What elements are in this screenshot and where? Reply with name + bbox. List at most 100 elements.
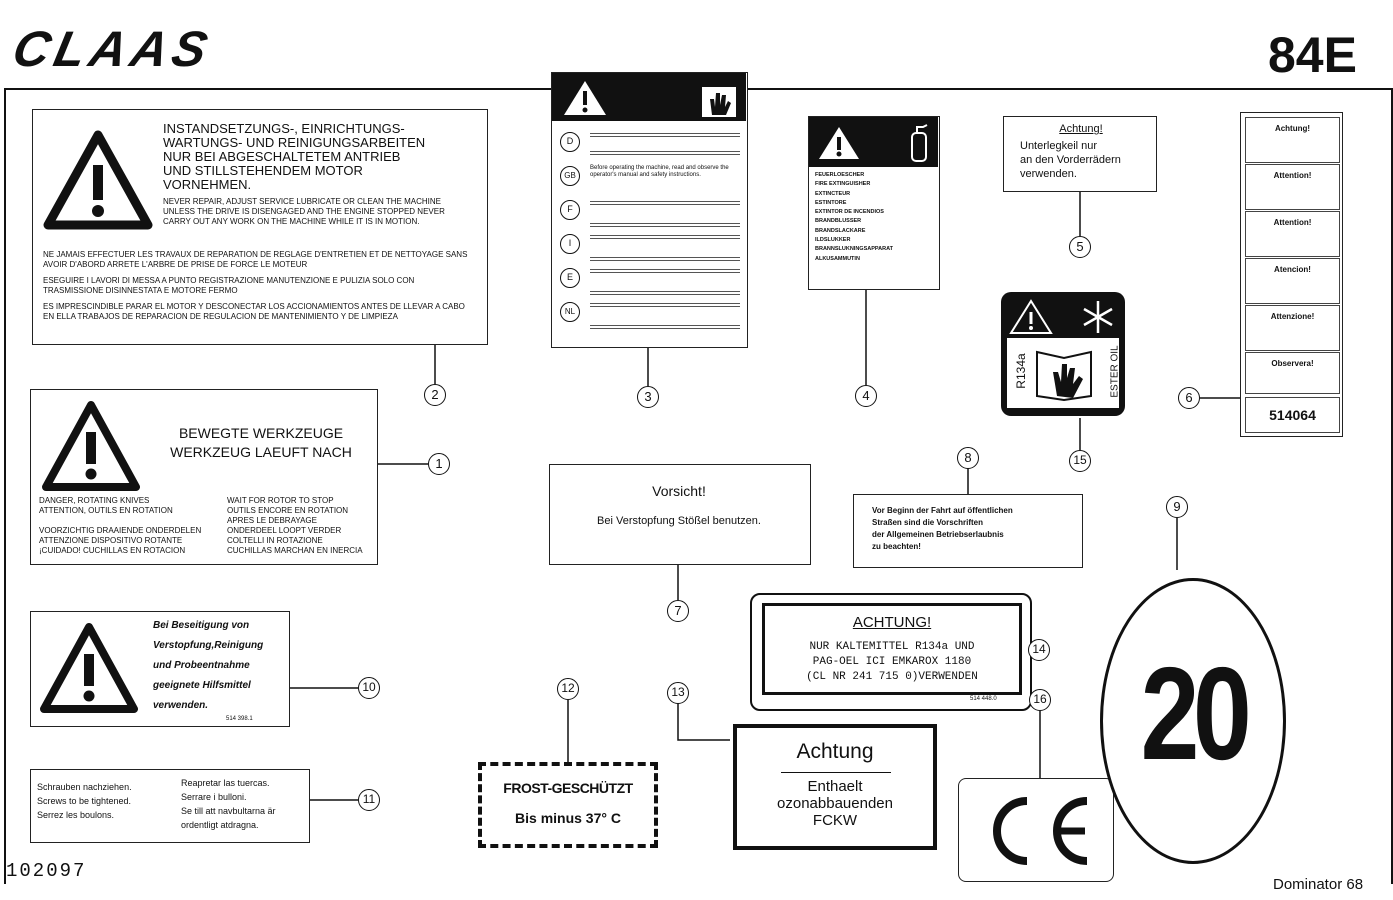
list-item: ESTINTORE bbox=[815, 199, 847, 206]
label-3-lang-list: D GB Before operating the machine, read a… bbox=[560, 131, 740, 335]
label-13-text: Enthaelt ozonabbauenden FCKW bbox=[777, 778, 893, 829]
label-ce-mark bbox=[958, 778, 1114, 882]
label-15-panel: R134a ESTER OIL bbox=[1007, 338, 1121, 408]
label-frost-protected: FROST-GESCHÜTZT Bis minus 37° C bbox=[478, 762, 658, 848]
callout-16: 16 bbox=[1029, 689, 1051, 711]
label-speed-limit: 20 bbox=[1100, 578, 1286, 864]
label-multilang-strip: Achtung! Attention! Attention! Atencion!… bbox=[1240, 112, 1343, 437]
label-6-heading: Attention! bbox=[1273, 218, 1312, 227]
list-item: BRANDBLUSSER bbox=[815, 218, 862, 225]
label-6-heading: Achtung! bbox=[1274, 124, 1311, 133]
callout-1: 1 bbox=[428, 453, 450, 475]
label-9-speed: 20 bbox=[1140, 640, 1252, 787]
callout-2: 2 bbox=[424, 384, 446, 406]
list-item: BRANNSLUKNINGSAPPARAT bbox=[815, 246, 894, 253]
label-6-heading: Atencion! bbox=[1274, 265, 1311, 274]
lang-code-d: D bbox=[560, 132, 580, 152]
callout-10: 10 bbox=[358, 677, 380, 699]
label-refrigerant: ACHTUNG! NUR KALTEMITTEL R134a UND PAG-O… bbox=[750, 593, 1032, 711]
label-8-text: Vor Beginn der Fahrt auf öffentlichen St… bbox=[872, 506, 1013, 551]
model-name: Dominator 68 bbox=[1273, 876, 1364, 893]
callout-7: 7 bbox=[667, 600, 689, 622]
warning-triangle-icon bbox=[43, 130, 153, 230]
lang-code-gb: GB bbox=[560, 166, 580, 186]
label-operator-manual: D GB Before operating the machine, read a… bbox=[551, 72, 748, 348]
callout-6: 6 bbox=[1178, 387, 1200, 409]
label-2-de-text: INSTANDSETZUNGS-, EINRICHTUNGS- WARTUNGS… bbox=[163, 121, 426, 192]
label-5-title: Achtung! bbox=[1059, 123, 1103, 135]
callout-15: 15 bbox=[1069, 450, 1091, 472]
label-6-heading: Attenzione! bbox=[1270, 312, 1315, 321]
label-13-divider bbox=[781, 772, 891, 773]
callout-3: 3 bbox=[637, 386, 659, 408]
list-item: ILDSLUKKER bbox=[815, 237, 851, 244]
label-2-es-text: ES IMPRESCINDIBLE PARAR EL MOTOR Y DESCO… bbox=[43, 302, 465, 321]
label-10-code: 514 398.1 bbox=[226, 716, 253, 722]
label-blockage-tools: Bei Beseitigung von Verstopfung,Reinigun… bbox=[30, 611, 290, 727]
label-10-text: Bei Beseitigung von Verstopfung,Reinigun… bbox=[153, 620, 264, 711]
label-6-item: Atencion! bbox=[1245, 258, 1340, 304]
warning-triangle-icon bbox=[42, 401, 140, 491]
label-6-item: Attention! bbox=[1245, 211, 1340, 257]
sheet-number: 102097 bbox=[6, 860, 87, 882]
callout-4: 4 bbox=[855, 385, 877, 407]
label-12-title: FROST-GESCHÜTZT bbox=[503, 780, 633, 796]
label-r134a-ester-oil: R134a ESTER OIL bbox=[1001, 292, 1125, 416]
label-7-text: Bei Verstopfung Stößel benutzen. bbox=[597, 515, 761, 527]
lang-code-i: I bbox=[560, 234, 580, 254]
label-14-title: ACHTUNG! bbox=[852, 614, 932, 631]
label-plunger-caution: Vorsicht! Bei Verstopfung Stößel benutze… bbox=[549, 464, 811, 565]
label-wheel-chock: Achtung! Unterlegkeil nur an den Vorderr… bbox=[1003, 116, 1157, 192]
list-item: FIRE EXTINGUISHER bbox=[815, 181, 871, 188]
label-2-fr-text: NE JAMAIS EFFECTUER LES TRAVAUX DE REPAR… bbox=[43, 250, 468, 269]
label-6-code: 514064 bbox=[1245, 397, 1340, 433]
label-4-item-list: FEUERLOESCHER FIRE EXTINGUISHER EXTINCTE… bbox=[815, 171, 937, 264]
callout-12: 12 bbox=[557, 678, 579, 700]
list-item: EXTINTOR DE INCENDIOS bbox=[815, 209, 884, 216]
warning-triangle-icon bbox=[1009, 299, 1053, 334]
callout-11: 11 bbox=[358, 789, 380, 811]
label-maintenance-warning: INSTANDSETZUNGS-, EINRICHTUNGS- WARTUNGS… bbox=[32, 109, 488, 345]
list-item: FEUERLOESCHER bbox=[815, 172, 865, 178]
label-cfc-warning: Achtung Enthaelt ozonabbauenden FCKW bbox=[733, 724, 937, 850]
label-6-heading: Attention! bbox=[1273, 171, 1312, 180]
label-2-it-text: ESEGUIRE I LAVORI DI MESSA A PUNTO REGIS… bbox=[43, 276, 415, 295]
label-11-right-text: Reapretar las tuercas. Serrare i bulloni… bbox=[181, 778, 276, 830]
list-item: EXTINCTEUR bbox=[815, 190, 851, 197]
label-6-item: Achtung! bbox=[1245, 117, 1340, 163]
label-screws: Schrauben nachziehen. Screws to be tight… bbox=[30, 769, 310, 843]
snowflake-icon bbox=[1083, 301, 1113, 333]
label-4-header bbox=[809, 117, 938, 167]
list-item: BRANDSLACKARE bbox=[815, 227, 866, 234]
label-7-title: Vorsicht! bbox=[652, 483, 706, 499]
label-6-item: Observera! bbox=[1245, 352, 1340, 394]
warning-triangle-icon bbox=[819, 127, 859, 159]
page-code: 84E bbox=[1268, 27, 1357, 83]
label-1-title: BEWEGTE WERKZEUGE WERKZEUG LAEUFT NACH bbox=[170, 425, 352, 460]
label-11-left-text: Schrauben nachziehen. Screws to be tight… bbox=[37, 782, 132, 820]
label-14-text: NUR KALTEMITTEL R134a UND PAG-OEL ICI EM… bbox=[806, 641, 978, 683]
callout-8: 8 bbox=[957, 447, 979, 469]
lang-code-nl: NL bbox=[560, 302, 580, 322]
label-6-item: Attention! bbox=[1245, 164, 1340, 210]
warning-triangle-icon bbox=[40, 623, 138, 713]
label-2-en-text: NEVER REPAIR, ADJUST SERVICE LUBRICATE O… bbox=[163, 197, 445, 226]
label-14-inner: ACHTUNG! NUR KALTEMITTEL R134a UND PAG-O… bbox=[762, 603, 1022, 695]
lang-code-e: E bbox=[560, 268, 580, 288]
label-1-left-text: DANGER, ROTATING KNIVES ATTENTION, OUTIL… bbox=[39, 496, 202, 555]
label-moving-tools: BEWEGTE WERKZEUGE WERKZEUG LAEUFT NACH D… bbox=[30, 389, 378, 565]
callout-9: 9 bbox=[1166, 496, 1188, 518]
label-3-gb-text: Before operating the machine, read and o… bbox=[590, 165, 729, 178]
callout-13: 13 bbox=[667, 682, 689, 704]
callout-5: 5 bbox=[1069, 236, 1091, 258]
list-item: ALKUSAMMUTIN bbox=[815, 255, 860, 262]
manual-book-icon bbox=[1036, 350, 1092, 402]
label-6-item: Attenzione! bbox=[1245, 305, 1340, 351]
label-14-code: 514 448.0 bbox=[970, 696, 997, 702]
label-12-sub: Bis minus 37° C bbox=[515, 810, 621, 826]
label-3-header bbox=[552, 73, 746, 121]
lang-code-f: F bbox=[560, 200, 580, 220]
label-fire-extinguisher: FEUERLOESCHER FIRE EXTINGUISHER EXTINCTE… bbox=[808, 116, 940, 290]
label-6-heading: Observera! bbox=[1271, 359, 1314, 368]
